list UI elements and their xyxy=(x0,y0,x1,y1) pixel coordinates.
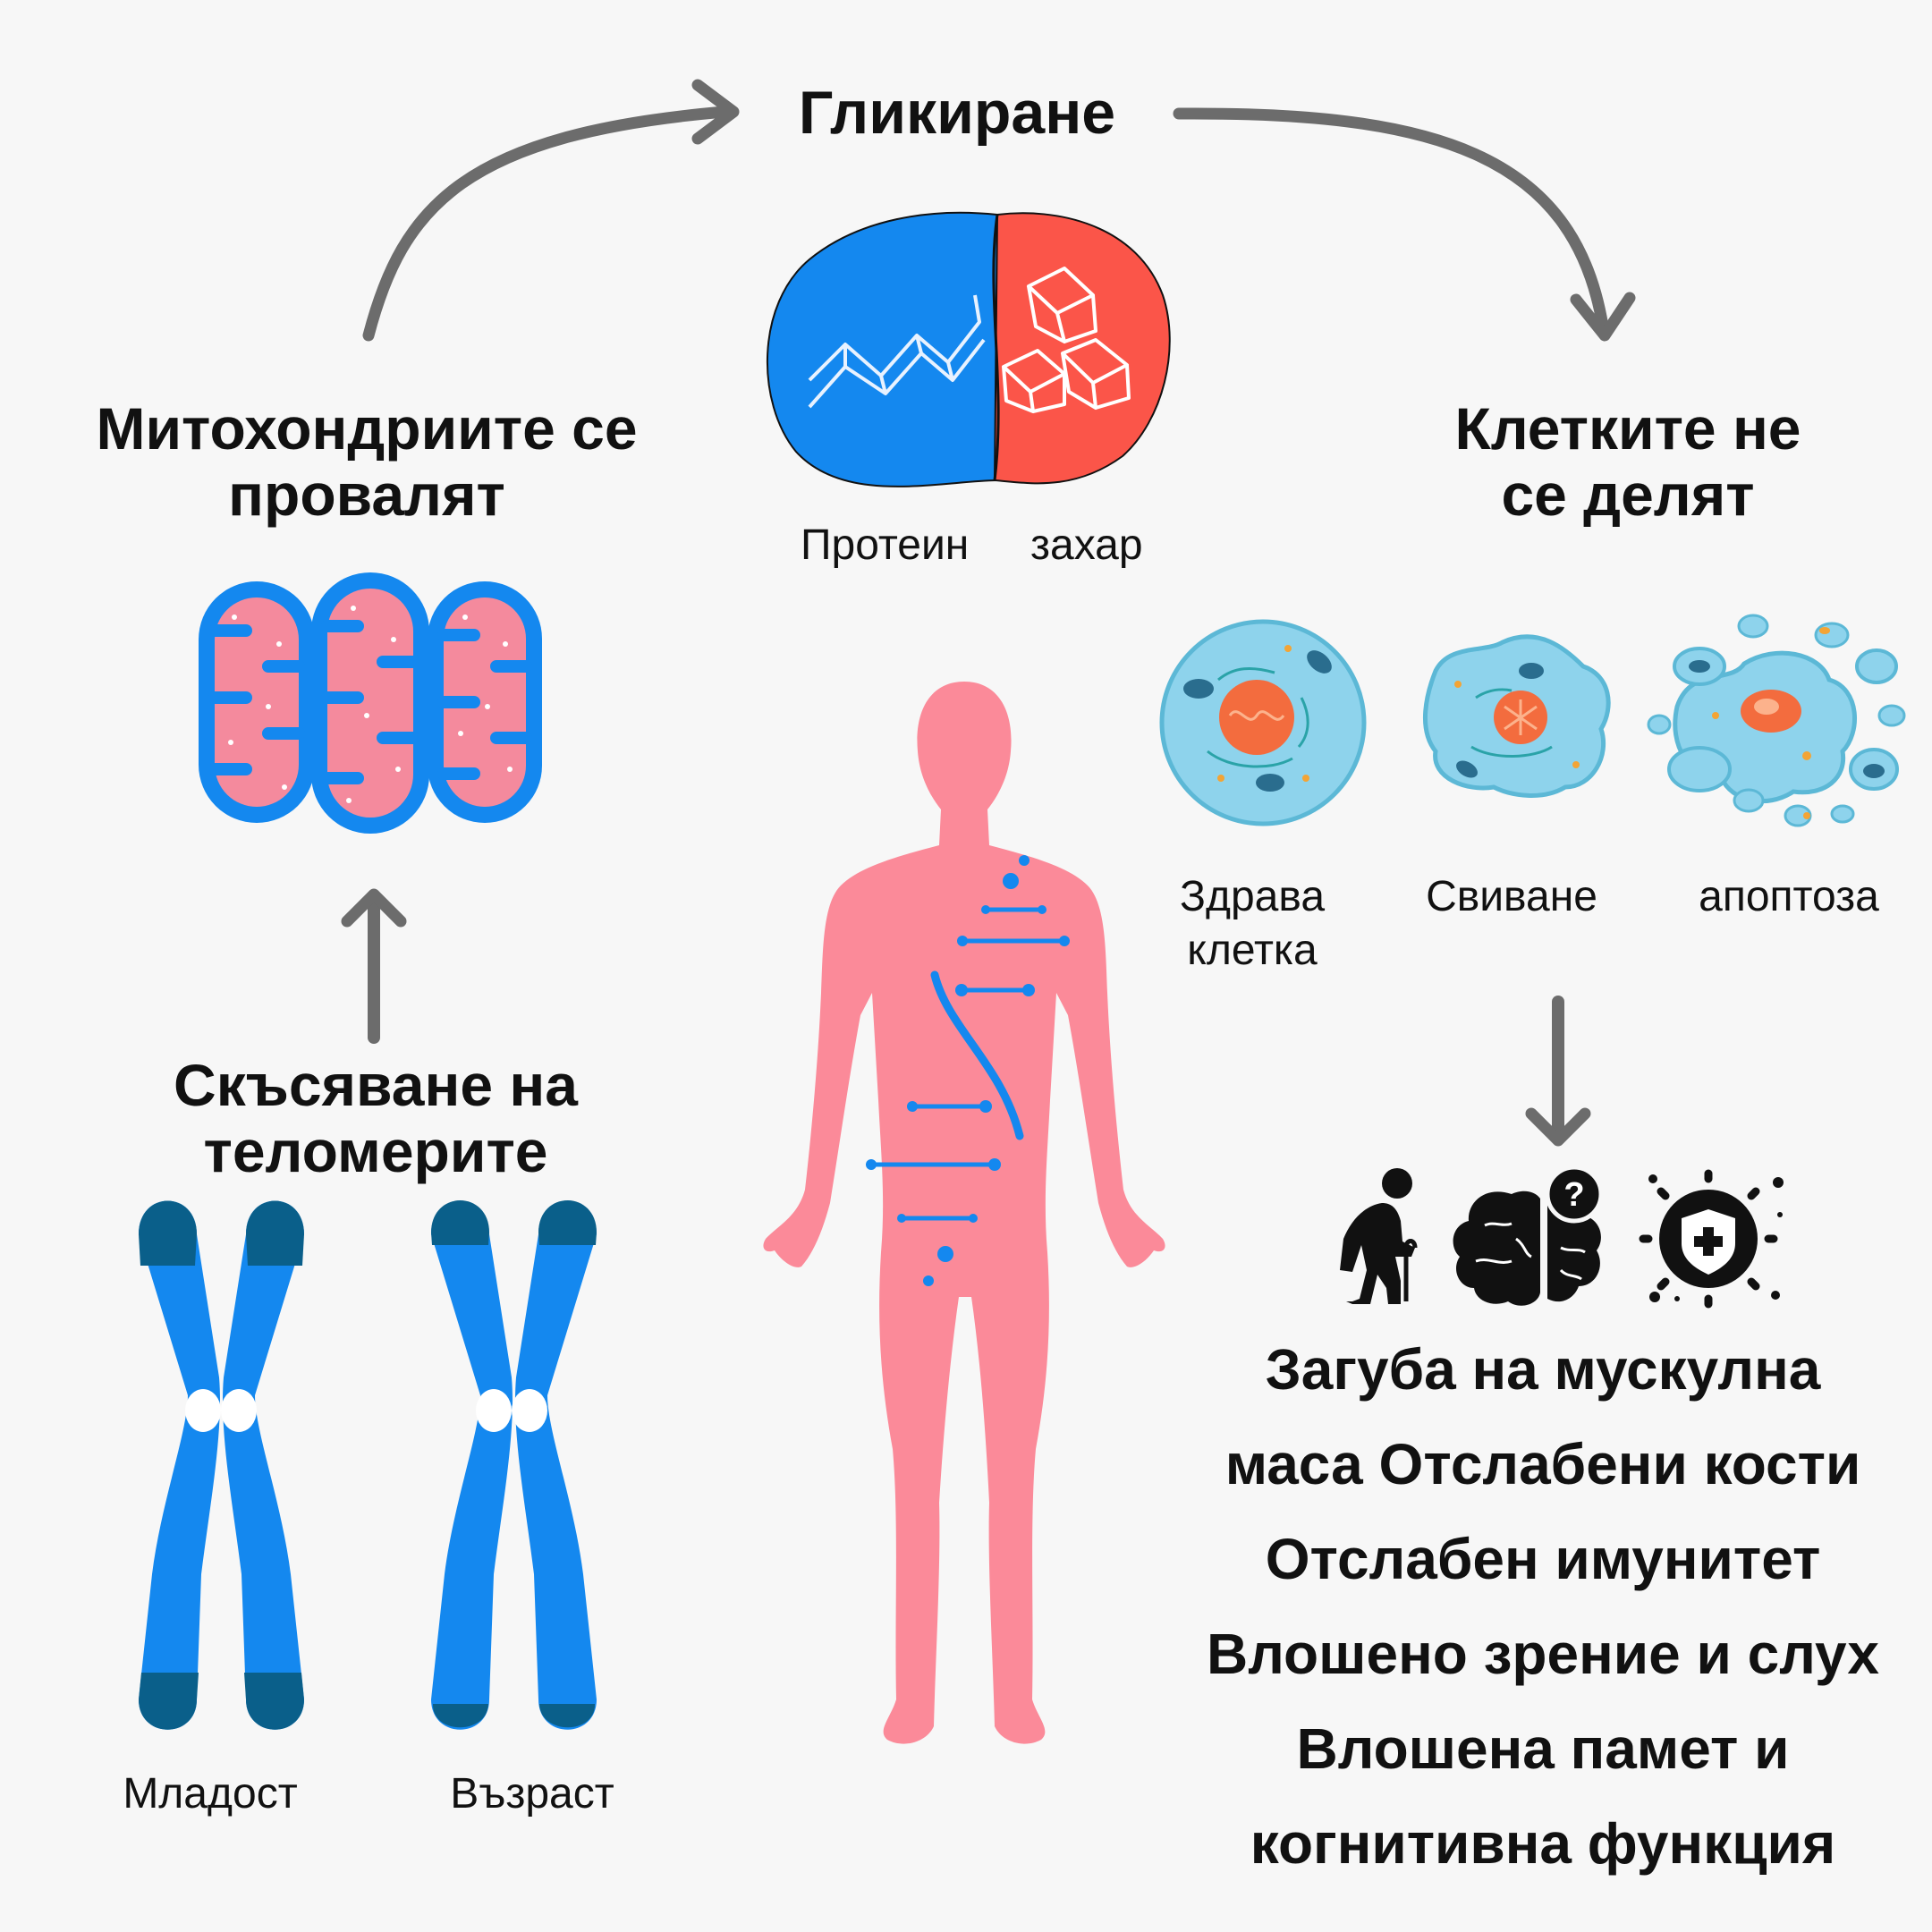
cell-healthy-icon xyxy=(1159,619,1367,826)
svg-text:?: ? xyxy=(1563,1176,1584,1214)
effects-list: Загуба на мускулна маса Отслабени кости … xyxy=(1154,1322,1932,1891)
chromosome-aged-icon xyxy=(431,1200,597,1730)
cell-apoptosis-icon xyxy=(1647,614,1906,827)
effect-line: Влошено зрение и слух xyxy=(1207,1622,1879,1686)
mitochondrion-1 xyxy=(199,581,315,823)
chromosome-young-icon xyxy=(139,1200,304,1730)
brain-question-icon: ? xyxy=(1453,1165,1604,1306)
elderly-person-icon xyxy=(1340,1168,1418,1304)
youth-label: Младост xyxy=(123,1770,298,1818)
effect-line: когнитивна функция xyxy=(1250,1811,1836,1876)
glycation-icon xyxy=(766,211,1171,487)
effect-line: маса Отслабени кости xyxy=(1224,1432,1861,1496)
human-body-icon xyxy=(763,682,1165,1744)
arrow-mito-to-glycation xyxy=(362,79,740,342)
dna-helix-overlay xyxy=(866,855,1070,1286)
telomeres-title-line2: теломерите xyxy=(203,1118,548,1184)
mitochondrion-2 xyxy=(311,572,429,834)
cell-shrinking-icon xyxy=(1423,634,1611,798)
effect-line: Отслабен имунитет xyxy=(1265,1527,1821,1591)
cells-title-line2: се делят xyxy=(1501,462,1755,528)
arrow-telomeres-to-mito xyxy=(341,888,407,1044)
cells-title: Клетките не се делят xyxy=(1324,395,1932,528)
mitochondria-title-line1: Митохондриите се xyxy=(96,395,638,462)
sugar-label: захар xyxy=(1030,521,1143,569)
glycation-title: Гликиране xyxy=(798,79,1116,147)
protein-label: Протеин xyxy=(801,521,970,569)
arrow-glycation-to-cells xyxy=(1173,107,1636,342)
virus-shield-icon xyxy=(1639,1169,1784,1309)
effect-line: Загуба на мускулна xyxy=(1265,1337,1821,1402)
telomeres-title-line1: Скъсяване на xyxy=(174,1052,578,1118)
age-label: Възраст xyxy=(450,1770,614,1818)
protein-helix-icon xyxy=(808,294,986,409)
mitochondria-icon xyxy=(199,572,542,834)
arrow-cells-to-effects xyxy=(1525,996,1591,1147)
mitochondrion-3 xyxy=(428,581,542,823)
mitochondria-title: Митохондриите се провалят xyxy=(36,395,698,528)
mitochondria-title-line2: провалят xyxy=(228,462,505,528)
cells-title-line1: Клетките не xyxy=(1454,395,1801,462)
cell-stage-shrinking-label: Свиване xyxy=(1426,873,1597,920)
telomeres-title: Скъсяване на теломерите xyxy=(54,1052,698,1184)
sugar-cubes-icon xyxy=(1002,267,1131,413)
cell-stage-apoptosis-label: апоптоза xyxy=(1699,873,1879,920)
cell-stage-healthy-line1: Здрава xyxy=(1179,873,1326,920)
effect-line: Влошена памет и xyxy=(1296,1716,1790,1781)
cell-stage-healthy-label: Здрава клетка xyxy=(1145,870,1360,978)
cell-stage-healthy-line2: клетка xyxy=(1187,927,1318,974)
